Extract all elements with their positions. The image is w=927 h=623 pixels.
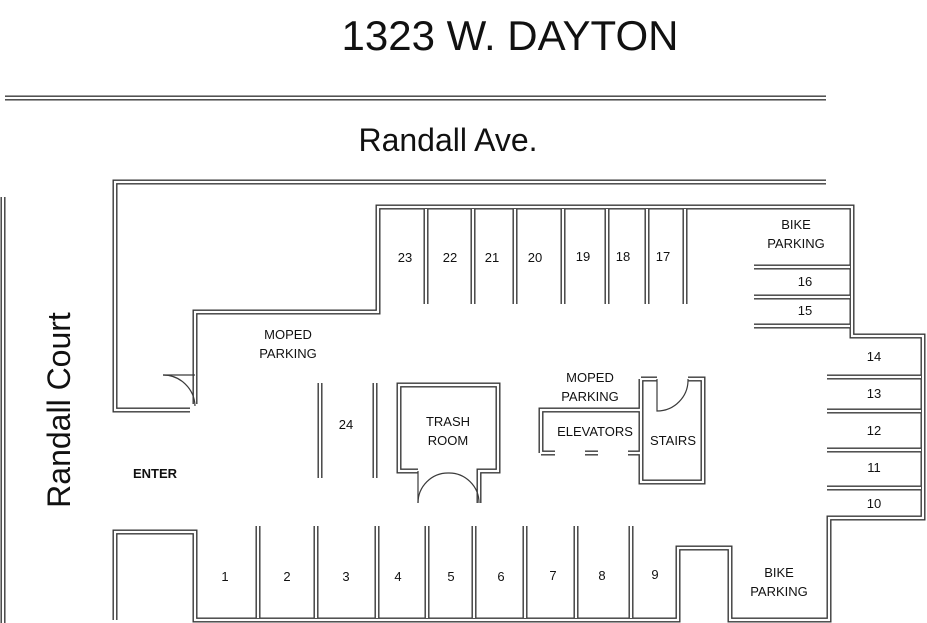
elevators-label: ELEVATORS [557, 424, 633, 439]
space-number-13: 13 [867, 386, 881, 401]
moped-parking-left-line2: PARKING [259, 346, 317, 361]
space-number-12: 12 [867, 423, 881, 438]
labels: BIKE PARKING BIKE PARKING MOPED PARKING … [133, 217, 825, 599]
stairs-label: STAIRS [650, 433, 696, 448]
moped-parking-left-line1: MOPED [264, 327, 312, 342]
stall-24-walls [317, 383, 378, 478]
space-number-8: 8 [598, 568, 605, 583]
space-number-20: 20 [528, 250, 542, 265]
space-number-17: 17 [656, 249, 670, 264]
outer-wall [112, 179, 926, 623]
space-number-16: 16 [798, 274, 812, 289]
bike-parking-top-line2: PARKING [767, 236, 825, 251]
trash-room [396, 382, 501, 504]
top-stall-dividers [423, 209, 688, 304]
space-number-22: 22 [443, 250, 457, 265]
moped-parking-right-line1: MOPED [566, 370, 614, 385]
trash-room-line1: TRASH [426, 414, 470, 429]
space-number-18: 18 [616, 249, 630, 264]
space-number-23: 23 [398, 250, 412, 265]
bottom-stall-dividers [255, 526, 634, 618]
street-label-randall-court: Randall Court [41, 312, 77, 508]
right-stall-dividers [754, 264, 921, 491]
space-number-19: 19 [576, 249, 590, 264]
space-number-3: 3 [342, 569, 349, 584]
elevator-stairs-core [538, 376, 706, 485]
space-number-14: 14 [867, 349, 881, 364]
street-label-randall-ave: Randall Ave. [358, 122, 537, 158]
building-address-title: 1323 W. DAYTON [342, 12, 679, 59]
space-number-2: 2 [283, 569, 290, 584]
space-number-24: 24 [339, 417, 353, 432]
space-number-9: 9 [651, 567, 658, 582]
moped-parking-right-line2: PARKING [561, 389, 619, 404]
space-number-10: 10 [867, 496, 881, 511]
space-number-15: 15 [798, 303, 812, 318]
space-number-7: 7 [549, 568, 556, 583]
bike-parking-bottom-line2: PARKING [750, 584, 808, 599]
space-number-5: 5 [447, 569, 454, 584]
bike-parking-bottom-line1: BIKE [764, 565, 794, 580]
space-number-11: 11 [867, 460, 881, 475]
enter-label: ENTER [133, 466, 178, 481]
space-number-4: 4 [394, 569, 401, 584]
side-door [162, 374, 196, 407]
space-number-1: 1 [221, 569, 228, 584]
bike-parking-top-line1: BIKE [781, 217, 811, 232]
space-number-21: 21 [485, 250, 499, 265]
trash-room-line2: ROOM [428, 433, 468, 448]
space-number-6: 6 [497, 569, 504, 584]
